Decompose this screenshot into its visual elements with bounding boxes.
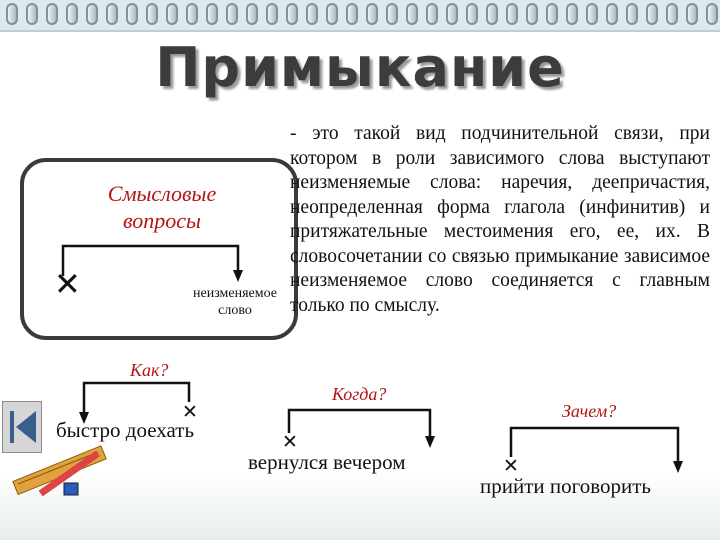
spiral-coil [466,3,478,25]
example-phrase-1: быстро доехать [56,418,195,442]
spiral-coil [346,3,358,25]
spiral-coil [66,3,78,25]
spiral-coil [586,3,598,25]
spiral-coil [26,3,38,25]
spiral-coil [146,3,158,25]
spiral-coil [566,3,578,25]
cross-icon: ✕ [503,455,519,477]
spiral-coil [606,3,618,25]
cross-icon: ✕ [282,431,298,453]
spiral-coil [226,3,238,25]
spiral-coil [186,3,198,25]
spiral-coil [526,3,538,25]
semantic-questions-label: Смысловые вопросы [107,181,217,233]
spiral-coil [106,3,118,25]
question-when: Когда? [332,384,387,404]
spiral-coil [426,3,438,25]
spiral-coil [646,3,658,25]
spiral-coil [386,3,398,25]
spiral-coil [306,3,318,25]
spiral-coil [46,3,58,25]
spiral-coil [626,3,638,25]
cross-icon: ✕ [54,265,81,303]
spiral-coil [286,3,298,25]
example-phrase-2: вернулся вечером [248,450,406,474]
spiral-coil [486,3,498,25]
back-arrow-icon [10,411,36,443]
spiral-coil [246,3,258,25]
spiral-coil [266,3,278,25]
immutable-word-line1: неизменяемое [193,286,277,301]
question-why: Зачем? [562,401,617,421]
example-phrase-3: прийти поговорить [480,474,651,498]
scheme-box [20,158,298,340]
immutable-word-label: неизменяемое слово [170,285,300,319]
spiral-coil [86,3,98,25]
spiral-coil [6,3,18,25]
spiral-coil [546,3,558,25]
question-how: Как? [130,360,169,380]
definition-text: - это такой вид подчинительной связи, пр… [290,123,710,316]
page-title: Примыкание [155,36,565,99]
spiral-coil [706,3,718,25]
spiral-coil [446,3,458,25]
notebook-spiral [0,0,720,32]
spiral-coil [686,3,698,25]
spiral-coil [506,3,518,25]
spiral-coil [366,3,378,25]
spiral-coil [666,3,678,25]
ruler-pencil-icon [12,445,107,497]
back-button[interactable] [2,401,42,453]
cross-icon: ✕ [182,401,198,423]
spiral-coil [206,3,218,25]
spiral-coil [406,3,418,25]
spiral-coil [126,3,138,25]
spiral-coil [326,3,338,25]
spiral-coil [166,3,178,25]
immutable-word-line2: слово [218,303,252,318]
